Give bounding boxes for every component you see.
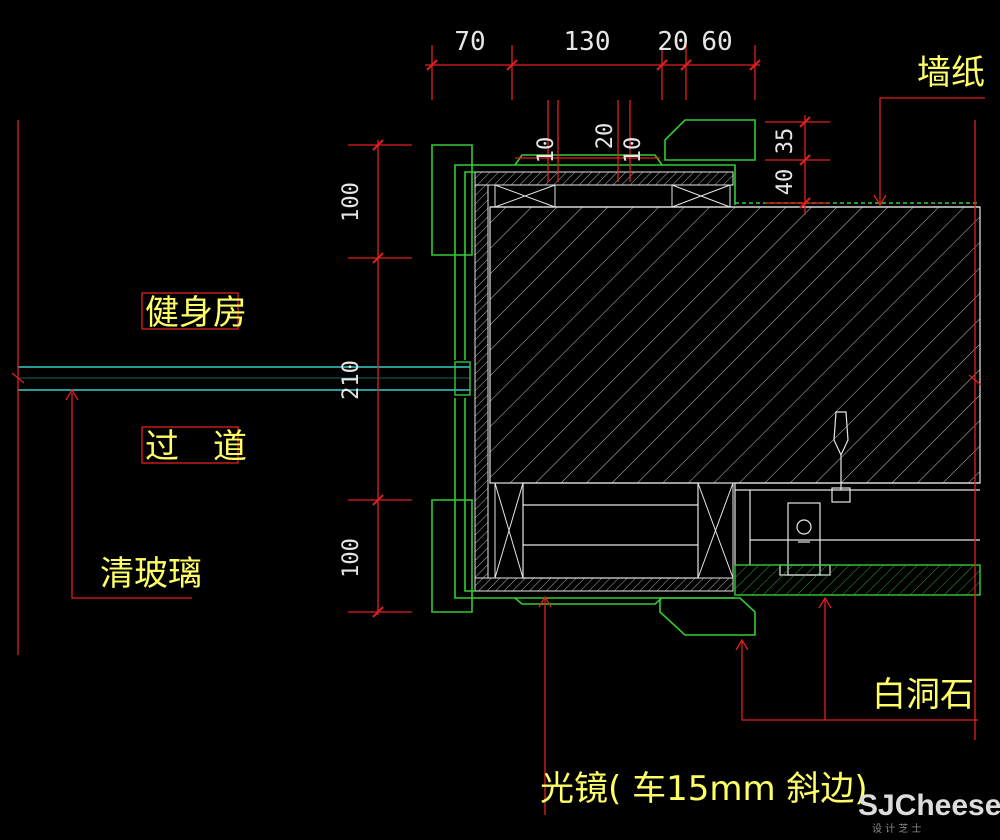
lower-frame: [522, 482, 980, 579]
label-corridor: 过 道: [145, 427, 247, 467]
board-layers: [474, 171, 734, 592]
right-dimension-labels: 35 40: [773, 128, 798, 196]
dim-70: 70: [454, 27, 485, 57]
dim-35: 35: [773, 128, 798, 155]
dim-130: 130: [564, 27, 611, 57]
dim-40: 40: [773, 169, 798, 196]
stone-cladding: [431, 119, 980, 636]
dimension-lines: [11, 45, 985, 815]
stone-base: [734, 564, 981, 596]
dim-60: 60: [701, 27, 732, 57]
top-dimension-labels: 70 130 20 60: [454, 27, 732, 57]
label-white-travertine: 白洞石: [872, 675, 974, 715]
dim-inner-10a: 10: [534, 137, 559, 164]
watermark-brand: SJCheese: [858, 789, 1000, 822]
inner-dimension-labels: 10 20 10: [534, 123, 646, 164]
dim-100-top: 100: [339, 182, 364, 222]
concrete-column: [489, 206, 981, 484]
clear-glass-partition: [18, 361, 471, 396]
label-gym: 健身房: [145, 293, 247, 333]
label-wallpaper: 墙纸: [917, 53, 985, 93]
dim-210: 210: [339, 360, 364, 400]
label-mirror: 光镜( 车15mm 斜边): [540, 769, 868, 809]
dim-20: 20: [657, 27, 688, 57]
watermark-sub: 设 计 芝 士: [872, 822, 922, 835]
label-clear-glass: 清玻璃: [100, 554, 202, 594]
left-dimension-labels: 100 210 100: [339, 182, 364, 578]
dim-inner-10b: 10: [621, 137, 646, 164]
dim-inner-20: 20: [593, 123, 618, 150]
dim-100-bottom: 100: [339, 538, 364, 578]
